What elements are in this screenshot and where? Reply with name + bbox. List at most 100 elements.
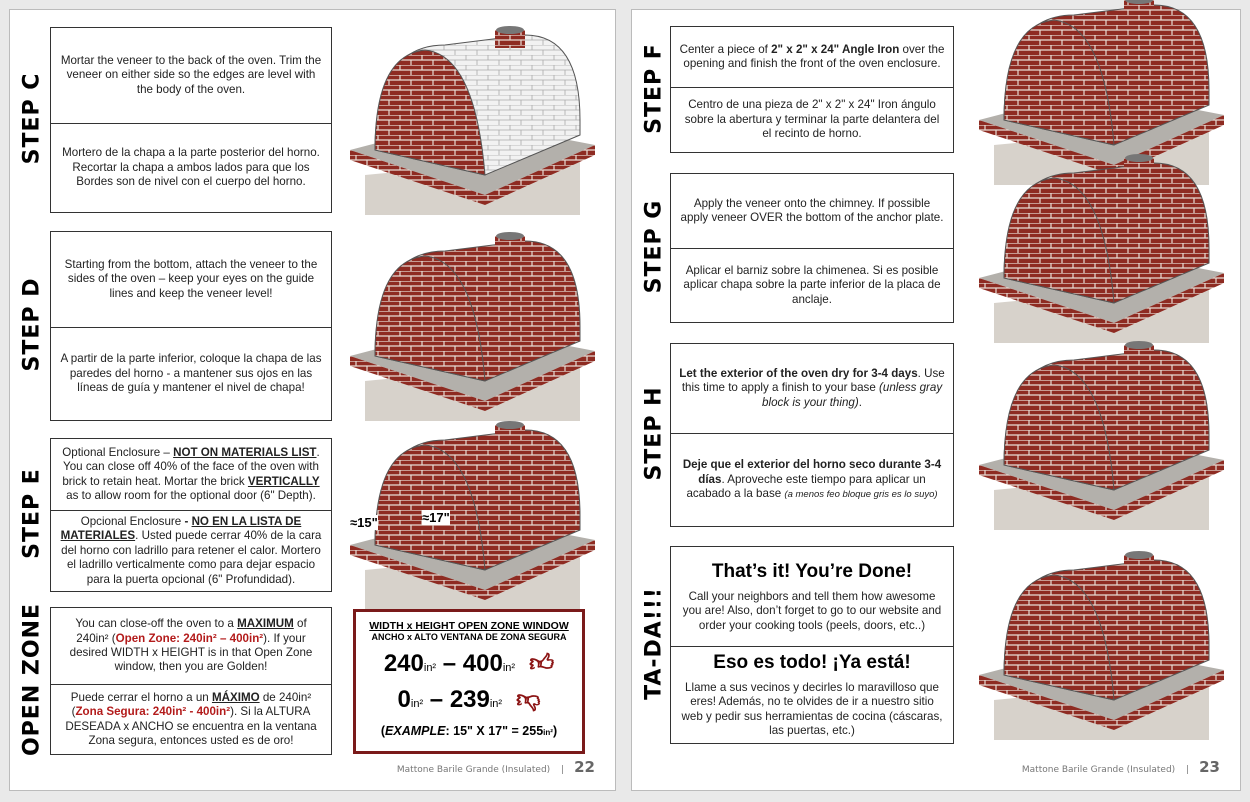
text-segment: VERTICALLY bbox=[247, 474, 320, 488]
range-to: 239 bbox=[449, 686, 490, 713]
text-segment: You can close-off the oven to a bbox=[75, 617, 238, 631]
unit: in² bbox=[489, 698, 503, 710]
unit: in² bbox=[410, 698, 424, 710]
instruction-box: Center a piece of 2" x 2" x 24" Angle Ir… bbox=[670, 26, 954, 153]
text-segment: Deje que el exterior del horno seco dura… bbox=[682, 458, 942, 486]
english-text: Optional Enclosure – NOT ON MATERIALS LI… bbox=[51, 439, 331, 510]
spanish-text: A partir de la parte inferior, coloque l… bbox=[51, 327, 331, 420]
text-segment: . Use this time to apply a finish to you… bbox=[681, 366, 945, 395]
page-number: 22 bbox=[574, 758, 595, 776]
text-segment: Apply the veneer onto the chimney. If po… bbox=[680, 196, 944, 224]
text-segment: NO EN LA LISTA DE MATERIALES bbox=[60, 515, 302, 543]
text-segment: Opcional Enclosure bbox=[80, 515, 185, 528]
oven-illustration bbox=[974, 153, 1229, 348]
oven-illustration bbox=[974, 340, 1229, 535]
english-text: Let the exterior of the oven dry for 3-4… bbox=[671, 344, 953, 433]
step-label: STEP H bbox=[641, 386, 667, 481]
good-range: 240in² – 400in²👍︎ bbox=[383, 650, 555, 677]
english-text: That’s it! You’re Done! Call your neighbo… bbox=[671, 547, 953, 646]
open-zone-window-box: WIDTH x HEIGHT OPEN ZONE WINDOW ANCHO x … bbox=[353, 609, 585, 754]
text-segment: Mortero de la chapa a la parte posterior… bbox=[62, 146, 320, 189]
page-footer: Mattone Barile Grande (Insulated) |23 bbox=[1022, 758, 1220, 776]
bad-range: 0in² – 239in²👎︎ bbox=[397, 686, 541, 713]
text-segment: Aplicar el barniz sobre la chimenea. Si … bbox=[683, 263, 941, 306]
spanish-text: Mortero de la chapa a la parte posterior… bbox=[51, 123, 331, 212]
zone-box-subtitle: ANCHO x ALTO VENTANA DE ZONA SEGURA bbox=[371, 632, 567, 642]
example-label: EXAMPLE bbox=[385, 724, 446, 738]
range-to: 400 bbox=[462, 650, 503, 677]
text-segment: Llame a sus vecinos y decirles lo maravi… bbox=[681, 680, 943, 738]
width-dimension: ≈15" bbox=[350, 515, 378, 530]
text-segment: - bbox=[184, 515, 192, 528]
text-segment: over the opening and finish the front of… bbox=[683, 42, 945, 70]
oven-illustration bbox=[974, 550, 1229, 745]
text-segment: . Usted puede cerrar 40% de la cara del … bbox=[61, 529, 322, 586]
text-segment: Mortar the veneer to the back of the ove… bbox=[60, 53, 322, 96]
footer-title: Mattone Barile Grande (Insulated) bbox=[1021, 765, 1176, 775]
english-text: Starting from the bottom, attach the ven… bbox=[51, 232, 331, 327]
english-text: Apply the veneer onto the chimney. If po… bbox=[671, 174, 953, 248]
footer-separator: | bbox=[1186, 765, 1190, 775]
text-segment: Let the exterior of the oven dry for 3-4… bbox=[679, 366, 918, 380]
text-segment: Zona Segura: 240in² - 400in² bbox=[75, 705, 231, 719]
text-segment: MAXIMUM bbox=[237, 617, 294, 631]
text-segment: That’s it! You’re Done! bbox=[711, 560, 913, 582]
text-segment: Optional Enclosure – bbox=[62, 445, 174, 459]
oven-illustration bbox=[345, 420, 600, 615]
text-segment: Eso es todo! ¡Ya está! bbox=[713, 652, 911, 674]
text-segment: of 240in² ( bbox=[76, 617, 307, 645]
instruction-box: Let the exterior of the oven dry for 3-4… bbox=[670, 343, 954, 527]
text-segment: . bbox=[858, 395, 862, 409]
step-label: TA-DA!!! bbox=[641, 587, 667, 700]
footer-separator: | bbox=[561, 765, 565, 775]
text-segment: A partir de la parte inferior, coloque l… bbox=[60, 352, 322, 395]
thumbs-down-icon: 👎︎ bbox=[516, 686, 541, 713]
text-segment: MÁXIMO bbox=[211, 690, 260, 704]
range-from: 240 bbox=[383, 650, 424, 677]
text-segment: ). If your desired WIDTH x HEIGHT is in … bbox=[69, 631, 313, 674]
spanish-text: Deje que el exterior del horno seco dura… bbox=[671, 433, 953, 526]
text-segment: Starting from the bottom, attach the ven… bbox=[64, 257, 318, 300]
instruction-box: That’s it! You’re Done! Call your neighbo… bbox=[670, 546, 954, 744]
text-segment: . You can close off 40% of the face of t… bbox=[62, 445, 320, 488]
page-22: STEP C Mortar the veneer to the back of t… bbox=[9, 9, 616, 791]
unit: in² bbox=[502, 662, 516, 674]
instruction-box: Starting from the bottom, attach the ven… bbox=[50, 231, 332, 421]
range-from: 0 bbox=[397, 686, 411, 713]
text-segment: de 240in² ( bbox=[71, 690, 312, 719]
text-segment: (a menos feo bloque gris es lo suyo) bbox=[784, 489, 938, 501]
text-segment: . Aproveche este tiempo para aplicar un … bbox=[686, 472, 926, 501]
spanish-text: Puede cerrar el horno a un MÁXIMO de 240… bbox=[51, 684, 331, 754]
spanish-text: Aplicar el barniz sobre la chimenea. Si … bbox=[671, 248, 953, 322]
instruction-box: You can close-off the oven to a MAXIMUM … bbox=[50, 607, 332, 755]
text-segment: 2" x 2" x 24" Angle Iron bbox=[771, 42, 900, 56]
text-segment: ). Si la ALTURA DESEADA x ANCHO se encue… bbox=[65, 705, 317, 747]
example: (EXAMPLE: 15" X 17" = 255in²) bbox=[380, 724, 558, 738]
english-text: Center a piece of 2" x 2" x 24" Angle Ir… bbox=[671, 27, 953, 87]
step-label: STEP C bbox=[19, 72, 45, 165]
example-text: : 15" X 17" = 255 bbox=[445, 724, 544, 738]
spanish-text: Centro de una pieza de 2" x 2" x 24" Iro… bbox=[671, 87, 953, 152]
zone-box-title: WIDTH x HEIGHT OPEN ZONE WINDOW bbox=[369, 620, 569, 632]
unit: in² bbox=[423, 662, 437, 674]
oven-illustration bbox=[345, 231, 600, 426]
thumbs-up-icon: 👍︎ bbox=[529, 650, 555, 677]
text-segment: NOT ON MATERIALS LIST bbox=[173, 445, 317, 459]
oven-illustration bbox=[345, 25, 600, 220]
step-label: STEP G bbox=[641, 199, 667, 294]
text-segment: Center a piece of bbox=[679, 42, 772, 56]
spanish-text: Opcional Enclosure - NO EN LA LISTA DE M… bbox=[51, 510, 331, 591]
spanish-text: Eso es todo! ¡Ya está! Llame a sus vecino… bbox=[671, 646, 953, 743]
height-dimension: ≈17" bbox=[422, 510, 450, 525]
instruction-box: Apply the veneer onto the chimney. If po… bbox=[670, 173, 954, 323]
english-text: Mortar the veneer to the back of the ove… bbox=[51, 28, 331, 123]
unit: in² bbox=[543, 728, 553, 737]
oven-illustration bbox=[974, 0, 1229, 190]
footer-title: Mattone Barile Grande (Insulated) bbox=[396, 765, 551, 775]
text-segment: Call your neighbors and tell them how aw… bbox=[682, 589, 942, 632]
text-segment: as to allow room for the optional door (… bbox=[66, 488, 316, 502]
instruction-box: Optional Enclosure – NOT ON MATERIALS LI… bbox=[50, 438, 332, 592]
text-segment: Centro de una pieza de 2" x 2" x 24" Iro… bbox=[684, 98, 940, 141]
english-text: You can close-off the oven to a MAXIMUM … bbox=[51, 608, 331, 684]
